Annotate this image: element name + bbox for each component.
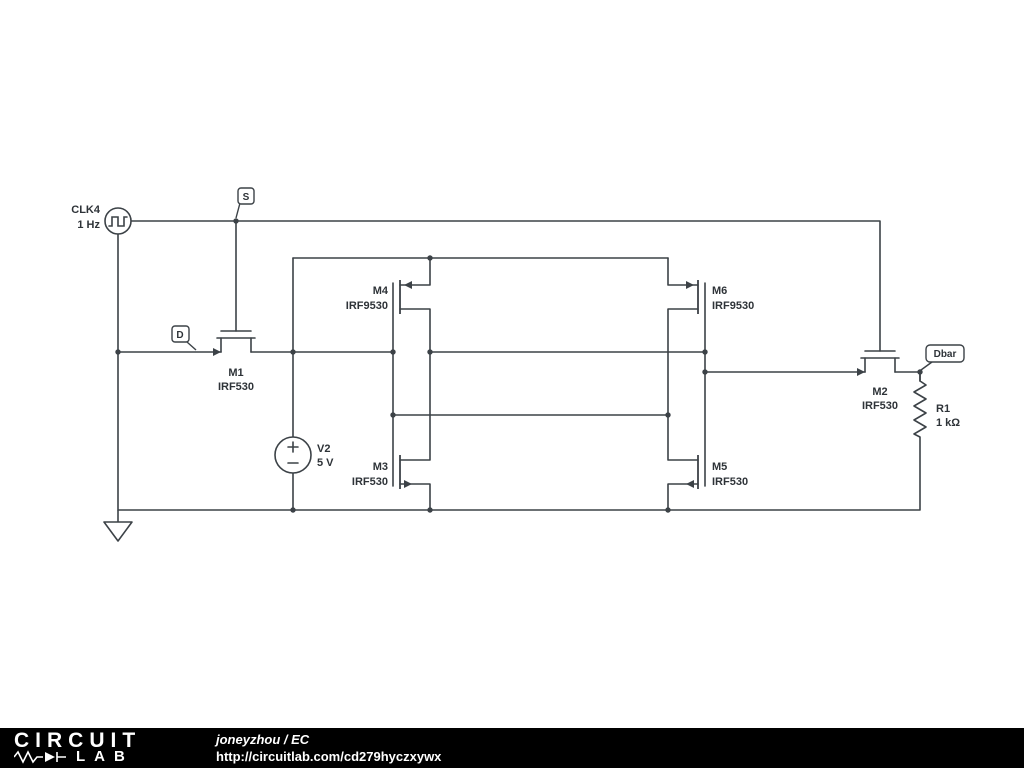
- m5-name-label: M5: [712, 461, 727, 473]
- m6-name-label: M6: [712, 285, 727, 297]
- circuitlab-footer: CIRCUIT LAB joneyzhou / EC http://circui…: [0, 728, 1024, 768]
- flag-dbar-box[interactable]: [925, 344, 965, 363]
- footer-separator: /: [280, 732, 292, 747]
- junction-dot: [115, 349, 121, 355]
- mosfet-m3[interactable]: [399, 455, 412, 489]
- flag-dbar[interactable]: Dbar: [920, 344, 965, 371]
- v2-value-label: 5 V: [317, 457, 334, 469]
- junction-dot: [390, 412, 396, 418]
- footer-circuit-title: EC: [291, 732, 310, 747]
- logo-text-lab: LAB: [76, 748, 134, 765]
- clock-source-clk4[interactable]: [104, 207, 132, 235]
- v2-name-label: V2: [317, 443, 330, 455]
- wire-ground-rails: [117, 233, 921, 511]
- m3-name-label: M3: [373, 461, 388, 473]
- r1-value-label: 1 kΩ: [936, 417, 960, 429]
- wire-inv1-leads: [399, 257, 431, 511]
- circuitlab-logo: CIRCUIT LAB: [0, 729, 190, 765]
- flag-dbar-label: Dbar: [934, 349, 957, 360]
- m2-name-label: M2: [872, 386, 887, 398]
- m3-value-label: IRF530: [352, 476, 388, 488]
- wire-inv2-leads: [667, 257, 699, 511]
- ground-symbol[interactable]: [103, 510, 133, 542]
- wires: [117, 220, 921, 511]
- wire-m2-to-r1: [894, 371, 921, 382]
- clk4-name-label: CLK4: [71, 204, 101, 216]
- junction-dots: [115, 218, 923, 513]
- flag-d[interactable]: D: [171, 325, 197, 351]
- junction-dot: [427, 255, 433, 261]
- r1-name-label: R1: [936, 403, 950, 415]
- logo-text-circuit: CIRCUIT: [14, 729, 142, 752]
- m2-arrow-icon: [857, 368, 865, 376]
- m4-arrow-icon: [404, 281, 412, 289]
- m6-value-label: IRF9530: [712, 300, 754, 312]
- junction-dot: [290, 507, 296, 513]
- flag-dbar-stem: [920, 361, 933, 371]
- logo-schematic-icon: [14, 750, 66, 764]
- flag-d-stem: [186, 341, 197, 351]
- footer-byline: joneyzhou / EC: [216, 731, 441, 748]
- m3-arrow-icon: [404, 480, 412, 488]
- junction-dot: [290, 349, 296, 355]
- wire-clock-rail: [130, 220, 881, 352]
- m4-value-label: IRF9530: [346, 300, 388, 312]
- footer-text-block: joneyzhou / EC http://circuitlab.com/cd2…: [216, 731, 441, 765]
- v2-body[interactable]: [274, 436, 312, 474]
- component-labels: CLK4 1 Hz M1 IRF530 M4 IRF9530 M3 IRF530…: [71, 204, 960, 488]
- mosfet-m1[interactable]: [213, 330, 256, 356]
- footer-author: joneyzhou: [216, 732, 281, 747]
- m1-name-label: M1: [228, 367, 243, 379]
- m2-value-label: IRF530: [862, 400, 898, 412]
- m4-name-label: M4: [373, 285, 389, 297]
- flag-s-box[interactable]: [237, 187, 255, 205]
- m1-value-label: IRF530: [218, 381, 254, 393]
- mosfet-m5[interactable]: [686, 455, 699, 489]
- schematic-canvas: S D Dbar CLK4 1 Hz M1 IRF530 M4 IRF9530: [71, 187, 965, 542]
- junction-dot: [427, 349, 433, 355]
- flag-s-label: S: [243, 192, 250, 203]
- junction-dot: [390, 349, 396, 355]
- junction-dot: [702, 349, 708, 355]
- junction-dot: [665, 412, 671, 418]
- plus-icon: [287, 441, 299, 453]
- mosfet-m4[interactable]: [399, 280, 412, 314]
- m1-arrow-icon: [213, 348, 221, 356]
- square-wave-icon: [108, 216, 128, 227]
- m5-value-label: IRF530: [712, 476, 748, 488]
- m6-arrow-icon: [686, 281, 694, 289]
- r1-zigzag: [913, 372, 927, 438]
- footer-url[interactable]: http://circuitlab.com/cd279hyczxywx: [216, 749, 442, 764]
- flag-d-box[interactable]: [171, 325, 190, 343]
- voltage-source-v2[interactable]: [274, 436, 312, 474]
- m2-stubs: [864, 357, 896, 373]
- ground-triangle-icon: [103, 521, 133, 542]
- schematic-svg: S D Dbar CLK4 1 Hz M1 IRF530 M4 IRF9530: [71, 187, 965, 542]
- junction-dot: [917, 369, 923, 375]
- junction-dot: [427, 507, 433, 513]
- clk4-value-label: 1 Hz: [77, 219, 100, 231]
- junction-dot: [665, 507, 671, 513]
- resistor-r1[interactable]: [913, 372, 927, 438]
- flag-s-stem: [235, 202, 241, 219]
- mosfet-m2[interactable]: [857, 350, 900, 376]
- flag-d-label: D: [176, 330, 183, 341]
- mosfet-m6[interactable]: [686, 280, 699, 314]
- junction-dot: [702, 369, 708, 375]
- m1-stubs: [220, 337, 252, 353]
- flag-s[interactable]: S: [235, 187, 255, 219]
- m5-arrow-icon: [686, 480, 694, 488]
- junction-dot: [233, 218, 239, 224]
